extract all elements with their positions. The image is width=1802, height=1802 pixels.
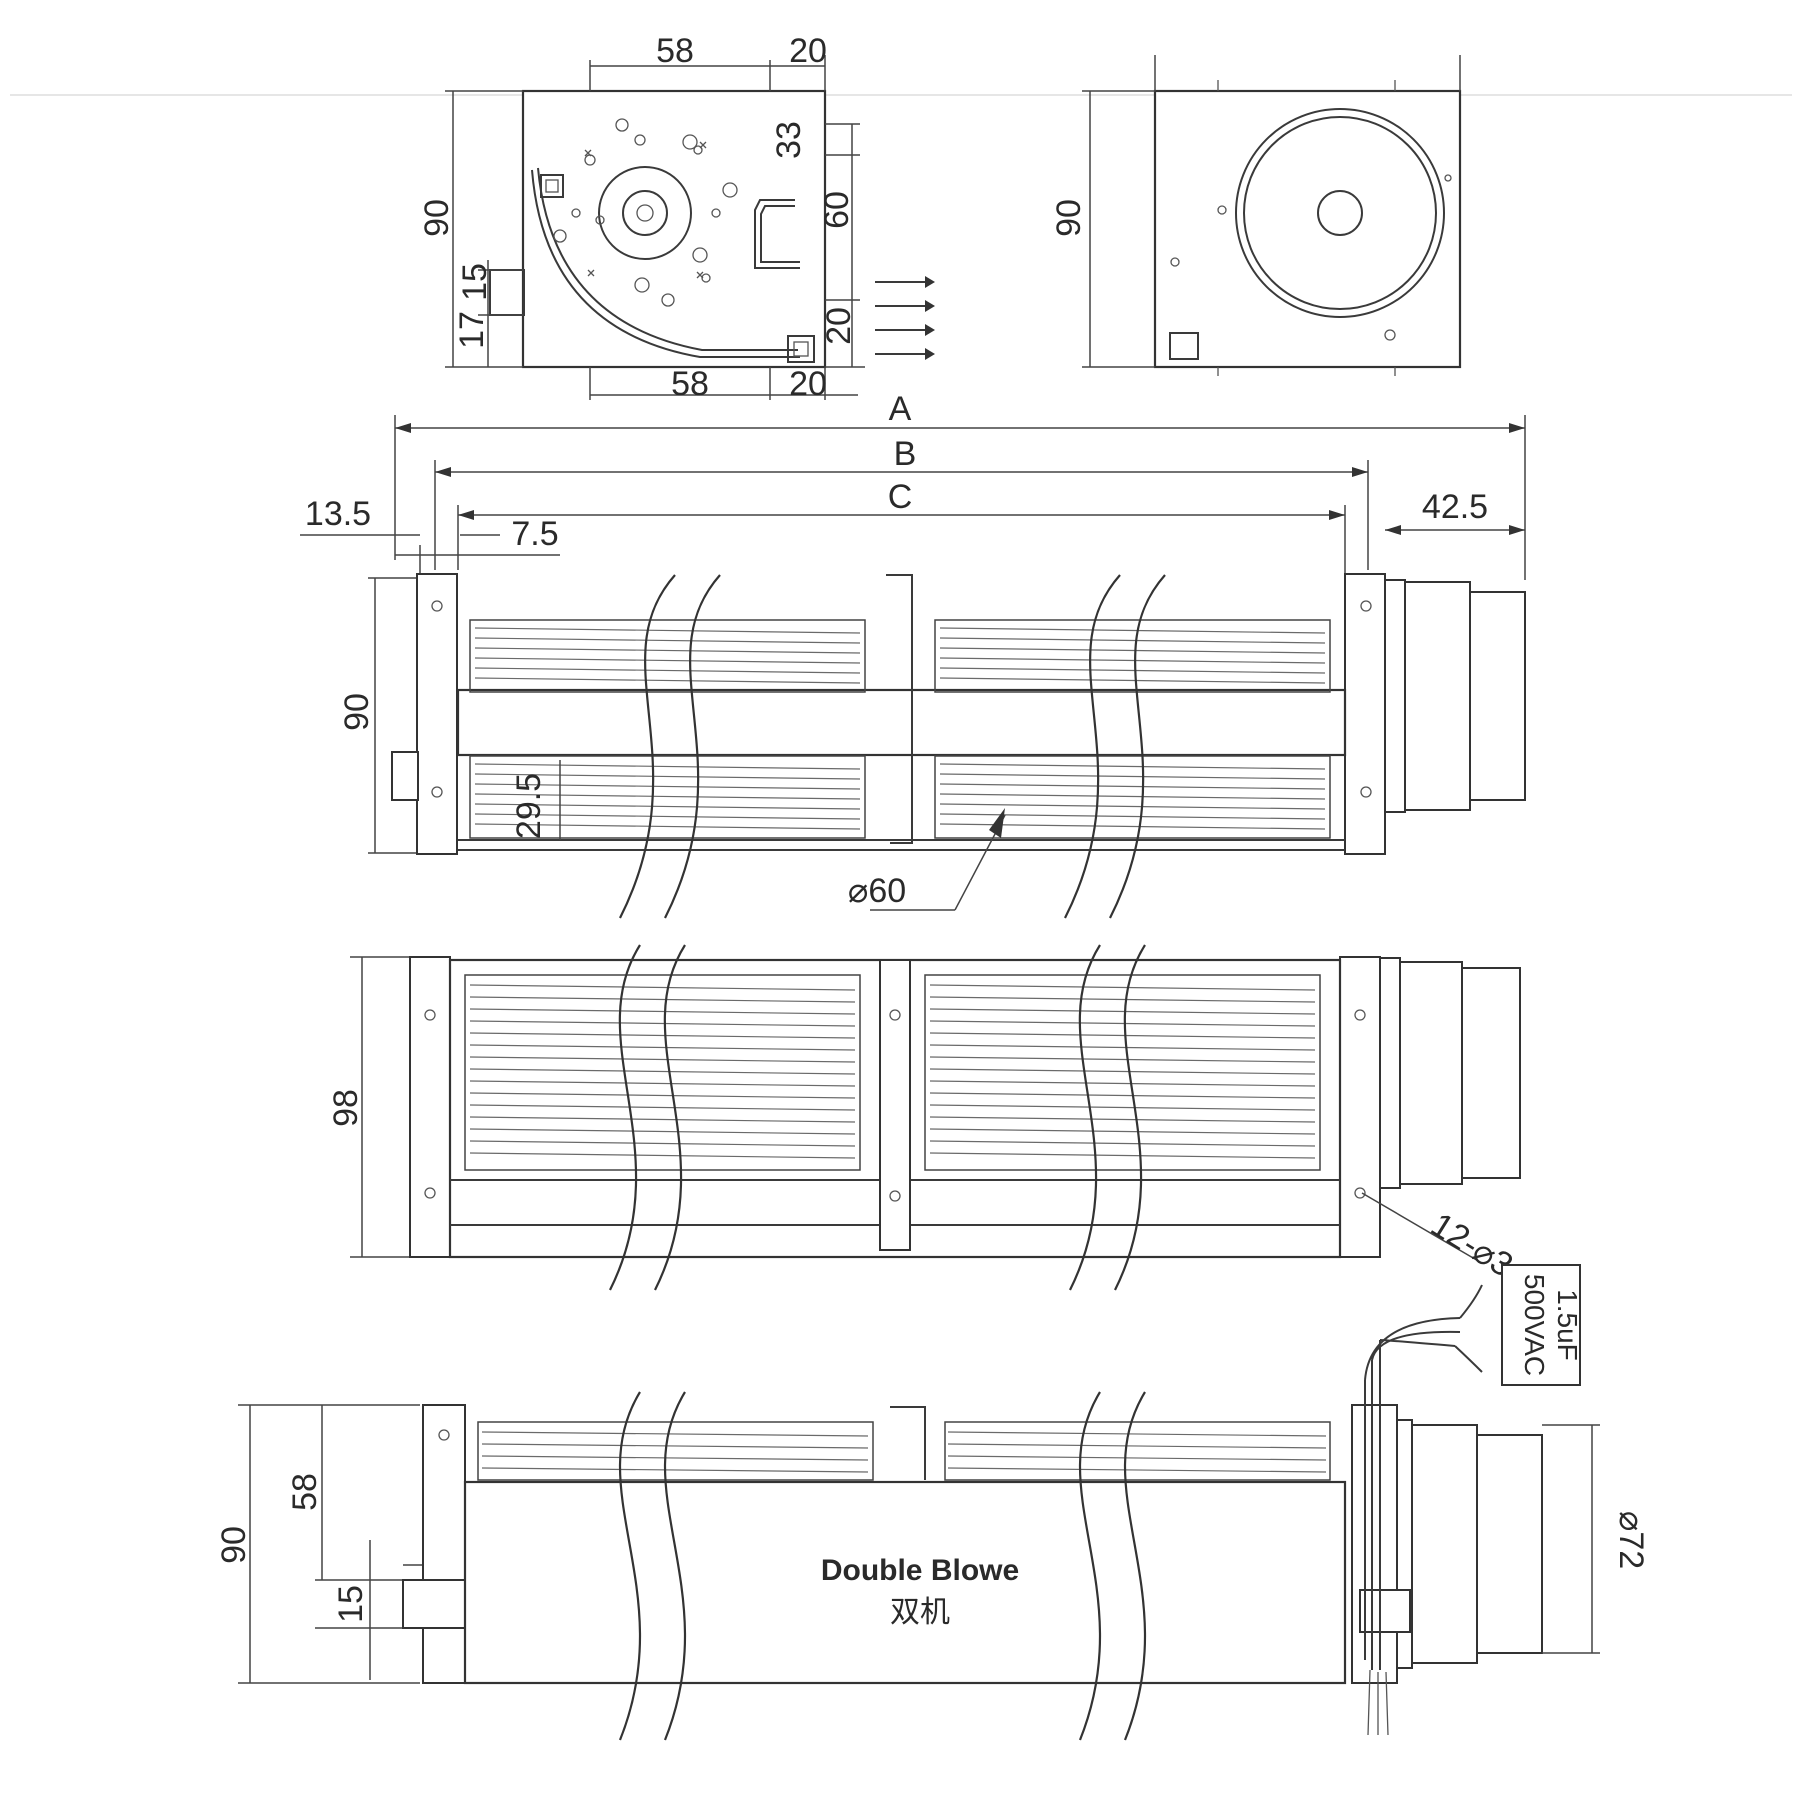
dim-13-5: 13.5 <box>305 495 371 533</box>
dim-bottom-58: 58 <box>286 1473 324 1511</box>
brand-chinese: 双机 <box>890 1595 950 1630</box>
capacitor-line2: 500VAC <box>1519 1274 1550 1376</box>
dim-bottom-90: 90 <box>215 1526 253 1564</box>
dim-top-20: 20 <box>789 32 827 70</box>
front-view: A B C 13.5 7.5 42.5 90 <box>300 390 1526 919</box>
dim-bottom-20: 20 <box>789 365 827 403</box>
dim-7-5: 7.5 <box>511 515 558 553</box>
dim-15: 15 <box>456 263 494 301</box>
dim-17: 17 <box>453 311 491 349</box>
dim-29-5: 29.5 <box>510 773 548 839</box>
dim-bottom-15: 15 <box>332 1585 370 1623</box>
end-view-right: 90 <box>1050 55 1462 376</box>
dim-33: 33 <box>770 121 808 159</box>
dim-phi60: ⌀60 <box>848 872 906 910</box>
brand-english: Double Blowe <box>821 1554 1019 1587</box>
dim-right-90: 90 <box>1050 199 1088 237</box>
dim-phi72: ⌀72 <box>1612 1511 1650 1569</box>
dim-20-side: 20 <box>820 307 858 345</box>
bottom-view: 90 58 15 20 <box>215 1264 1650 1741</box>
dim-42-5: 42.5 <box>1422 488 1488 526</box>
end-view-left: 58 20 90 33 60 15 17 20 58 20 <box>418 32 935 403</box>
dim-A: A <box>889 390 912 428</box>
dim-top-58: 58 <box>656 32 694 70</box>
middle-view: 98 <box>327 944 1543 1300</box>
dim-bottom-58: 58 <box>671 365 709 403</box>
dim-98: 98 <box>327 1089 365 1127</box>
dim-60: 60 <box>818 191 856 229</box>
dim-C: C <box>888 478 913 516</box>
dim-front-90: 90 <box>338 693 376 731</box>
dim-left-90: 90 <box>418 199 456 237</box>
capacitor-line1: 1.5uF <box>1552 1289 1583 1361</box>
dim-B: B <box>894 435 917 473</box>
